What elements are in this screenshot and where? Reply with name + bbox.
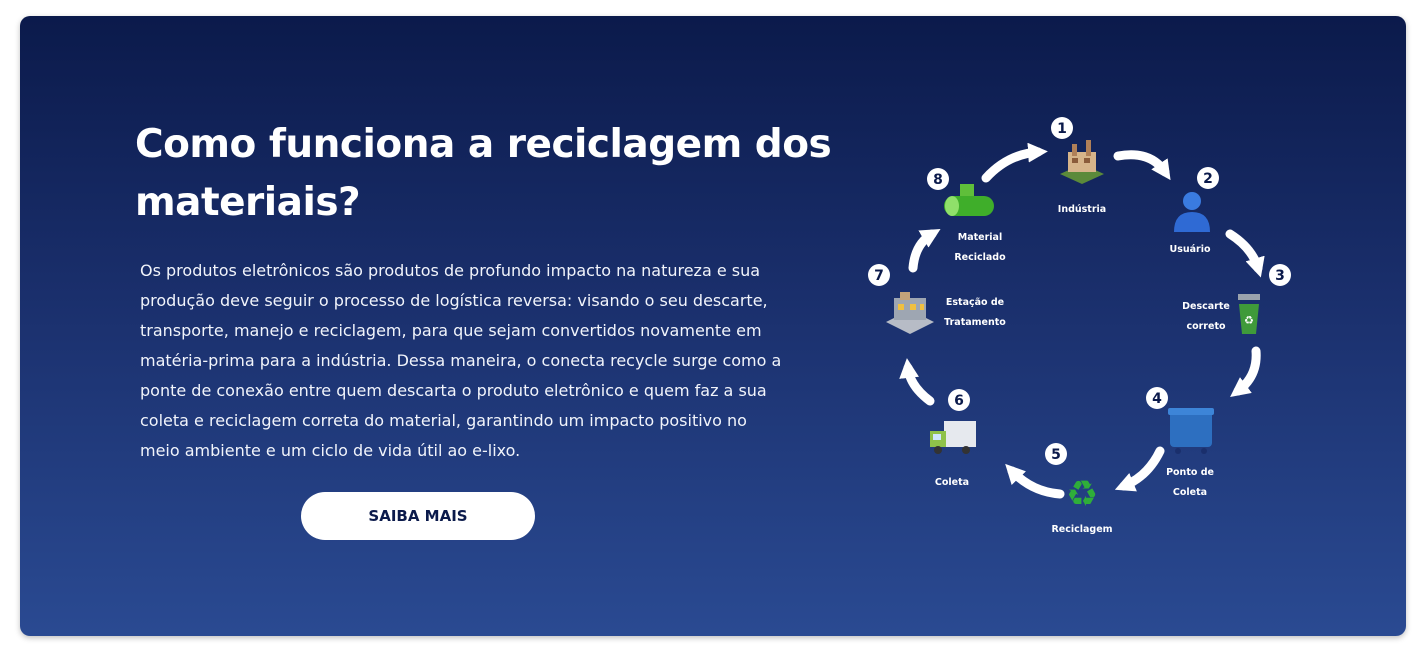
step-badge (1146, 387, 1168, 409)
step-badge (927, 168, 949, 190)
step-1: 1 Indústria (1051, 117, 1106, 215)
svg-text:7: 7 (874, 268, 884, 284)
step-badge (1045, 443, 1067, 465)
recycled-material-icon (944, 184, 994, 216)
svg-text:Coleta: Coleta (1173, 487, 1207, 498)
svg-text:8: 8 (933, 172, 943, 188)
svg-text:6: 6 (954, 393, 964, 409)
svg-text:Material: Material (958, 232, 1002, 243)
svg-text:Estação de: Estação de (946, 297, 1004, 308)
svg-text:correto: correto (1186, 321, 1226, 332)
saiba-mais-button[interactable]: SAIBA MAIS (301, 492, 535, 540)
svg-text:2: 2 (1203, 171, 1213, 187)
factory-icon (1060, 140, 1104, 184)
step-badge (1051, 117, 1073, 139)
svg-text:Indústria: Indústria (1058, 204, 1106, 215)
treatment-plant-icon (886, 292, 934, 334)
step-3: 3 ♻ Descarte correto (1182, 264, 1291, 334)
svg-text:Reciclado: Reciclado (954, 252, 1006, 263)
svg-text:Ponto de: Ponto de (1166, 467, 1214, 478)
svg-text:Reciclagem: Reciclagem (1051, 524, 1112, 535)
arrow-2-to-3 (1225, 229, 1265, 278)
arrow-4-to-5 (1114, 446, 1165, 492)
user-icon (1174, 192, 1210, 232)
step-8: 8 Material Reciclado (927, 168, 1006, 263)
step-7: 7 Estação de Tratamento (868, 264, 1006, 334)
step-badge (948, 389, 970, 411)
arrow-8-to-1 (981, 142, 1048, 183)
arrow-3-to-4 (1230, 346, 1261, 397)
arrow-7-to-8 (908, 228, 941, 273)
page-title: Como funciona a reciclagem dos materiais… (135, 122, 832, 225)
description: Os produtos eletrônicos são produtos de … (140, 261, 782, 460)
step-4: 4 Ponto de Coleta (1146, 387, 1214, 498)
step-badge (1197, 167, 1219, 189)
recycle-icon: ♻ (1066, 474, 1098, 515)
svg-text:Usuário: Usuário (1169, 244, 1210, 255)
hero-card: Como funciona a reciclagem dos materiais… (20, 16, 1406, 636)
svg-text:♻: ♻ (1244, 314, 1254, 327)
cycle-arrows (899, 142, 1265, 499)
arrow-5-to-6 (1005, 463, 1065, 499)
step-2: 2 Usuário (1169, 167, 1219, 255)
step-5: 5 ♻ Reciclagem (1045, 443, 1113, 535)
svg-text:1: 1 (1057, 121, 1067, 137)
svg-text:Coleta: Coleta (935, 477, 969, 488)
svg-text:5: 5 (1051, 447, 1061, 463)
dumpster-icon (1168, 408, 1214, 454)
svg-text:Descarte: Descarte (1182, 301, 1230, 312)
svg-text:Tratamento: Tratamento (944, 317, 1006, 328)
svg-text:3: 3 (1275, 268, 1285, 284)
step-badge (1269, 264, 1291, 286)
svg-text:4: 4 (1152, 391, 1162, 407)
recycle-bin-icon: ♻ (1238, 294, 1260, 334)
arrow-1-to-2 (1113, 150, 1171, 181)
truck-icon (930, 421, 976, 454)
arrow-6-to-7 (899, 358, 935, 406)
step-badge (868, 264, 890, 286)
recycling-cycle-diagram: 1 Indústria 2 Usuário 3 (868, 117, 1291, 535)
step-6: 6 Coleta (930, 389, 976, 488)
